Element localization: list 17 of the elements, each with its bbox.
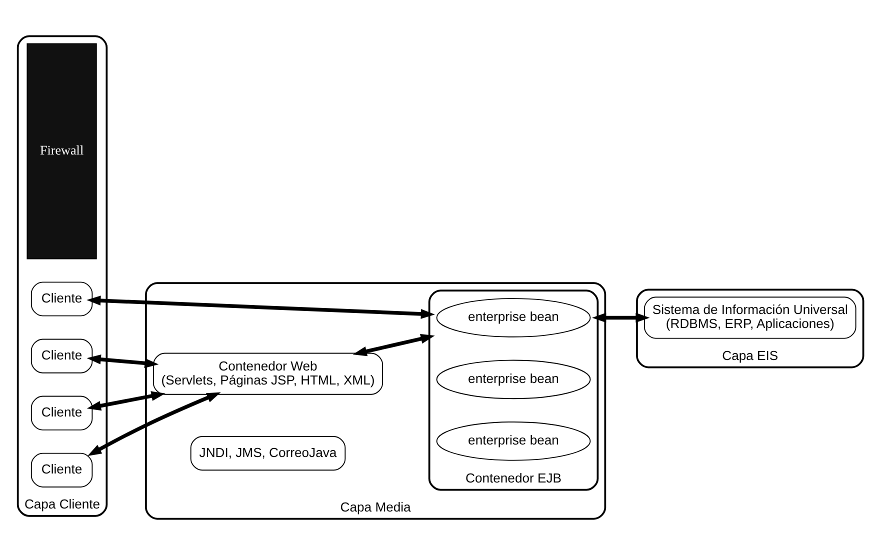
arrow [86,295,435,318]
node-box: Firewall [26,42,97,259]
arrow [86,390,166,410]
node-box: Cliente [30,281,93,316]
node-box: Cliente [30,338,93,373]
arrow [352,333,435,356]
node-box: Cliente [30,452,93,487]
node-box: Cliente [30,395,93,430]
arrow [86,354,159,368]
node-box: Sistema de Información Universal (RDBMS, ERP, Aplicaciones) [644,296,856,338]
node-ellipse: enterprise bean [436,359,591,399]
arrow [592,312,650,322]
node-ellipse: enterprise bean [436,298,591,337]
node-box: Contenedor Web (Servlets, Páginas JSP, HTML, XML) [152,352,384,394]
arrow [87,392,221,456]
node-ellipse: enterprise bean [436,421,591,460]
node-box: JNDI, JMS, CorreoJava [190,436,346,470]
